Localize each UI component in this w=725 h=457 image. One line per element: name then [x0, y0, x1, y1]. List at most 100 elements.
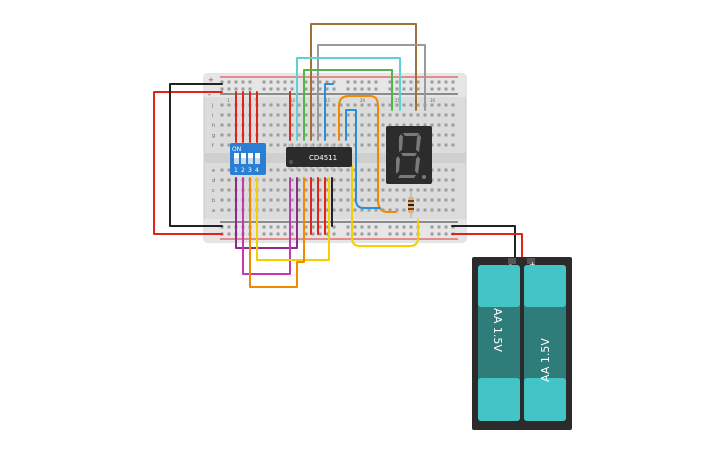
breadboard-hole — [360, 133, 364, 137]
breadboard-hole — [297, 143, 301, 147]
cell-right-top-cap — [524, 265, 566, 307]
breadboard-hole — [374, 188, 378, 192]
breadboard-hole — [451, 208, 455, 212]
rail-hole — [437, 80, 441, 84]
breadboard-hole — [325, 188, 329, 192]
rail-hole — [346, 80, 350, 84]
dip-switch-knob-3 — [248, 158, 253, 164]
rail-hole — [451, 87, 455, 91]
rail-hole — [430, 87, 434, 91]
breadboard-hole — [381, 178, 385, 182]
breadboard-hole — [444, 133, 448, 137]
rail-hole — [402, 225, 406, 229]
breadboard-hole — [416, 208, 420, 212]
rail-hole — [304, 87, 308, 91]
breadboard-hole — [367, 168, 371, 172]
segment-f — [399, 134, 403, 152]
rail-minus-label: - — [208, 90, 211, 99]
dip-switch[interactable]: ON 1 2 3 4 — [230, 143, 266, 175]
rail-hole — [332, 80, 336, 84]
breadboard-hole — [297, 113, 301, 117]
rail-hole — [269, 80, 273, 84]
breadboard-hole — [304, 123, 308, 127]
breadboard-hole — [283, 113, 287, 117]
breadboard-hole — [290, 143, 294, 147]
breadboard-hole — [269, 133, 273, 137]
row-letter-j: j — [211, 103, 213, 109]
rail-hole — [269, 232, 273, 236]
breadboard-hole — [360, 123, 364, 127]
row-letter-d: d — [212, 178, 215, 184]
breadboard-hole — [227, 168, 231, 172]
breadboard-hole — [262, 103, 266, 107]
rail-hole — [353, 232, 357, 236]
segment-c — [415, 156, 420, 174]
rail-hole — [367, 232, 371, 236]
breadboard-hole — [311, 143, 315, 147]
ic-pin — [295, 144, 299, 147]
ic-pin — [288, 167, 292, 170]
blue-wire-display — [345, 109, 381, 209]
rail-hole — [276, 232, 280, 236]
breadboard-hole — [297, 168, 301, 172]
breadboard-hole — [297, 133, 301, 137]
row-letter-b: b — [212, 198, 215, 204]
rail-hole — [353, 80, 357, 84]
seven-segment-display[interactable]: 8 — [386, 126, 432, 184]
rail-hole — [360, 232, 364, 236]
rail-hole — [283, 87, 287, 91]
rail-hole — [409, 80, 413, 84]
breadboard-hole — [346, 133, 350, 137]
ic-pin — [323, 167, 327, 170]
breadboard-hole — [402, 198, 406, 202]
dip-switch-number-2: 2 — [241, 167, 245, 174]
rail-hole — [304, 232, 308, 236]
rail-hole — [325, 80, 329, 84]
rail-hole — [402, 87, 406, 91]
breadboard-hole — [276, 188, 280, 192]
battery-pack[interactable]: - + AA 1.5V AA 1.5V — [472, 257, 572, 430]
battery-plus-terminal — [527, 258, 535, 264]
breadboard-hole — [346, 178, 350, 182]
breadboard-hole — [325, 208, 329, 212]
rail-hole — [388, 225, 392, 229]
breadboard-hole — [325, 143, 329, 147]
breadboard-hole — [269, 123, 273, 127]
breadboard-hole — [437, 133, 441, 137]
breadboard-hole — [430, 113, 434, 117]
rail-hole — [276, 225, 280, 229]
col-number-20: 20 — [360, 98, 366, 103]
resistor-band-1 — [408, 200, 414, 202]
rail-hole — [318, 87, 322, 91]
breadboard-hole — [402, 188, 406, 192]
breadboard-hole — [388, 103, 392, 107]
ic-chip[interactable]: CD4511 — [286, 144, 352, 170]
breadboard-hole — [388, 198, 392, 202]
breadboard-hole — [395, 198, 399, 202]
breadboard-hole — [437, 123, 441, 127]
rail-hole — [346, 87, 350, 91]
green-wire — [303, 69, 393, 141]
rail-hole — [318, 225, 322, 229]
rail-hole — [290, 80, 294, 84]
breadboard-hole — [339, 188, 343, 192]
breadboard-hole — [437, 208, 441, 212]
purple-wire — [235, 177, 298, 249]
breadboard-hole — [318, 133, 322, 137]
col-number-1: 1 — [227, 98, 230, 103]
dip-switch-knob-2 — [241, 158, 246, 164]
rail-hole — [395, 225, 399, 229]
rail-hole — [262, 87, 266, 91]
breadboard-hole — [381, 143, 385, 147]
resistor[interactable] — [408, 192, 414, 218]
breadboard-hole — [423, 208, 427, 212]
breadboard-hole — [297, 208, 301, 212]
breadboard-hole — [311, 103, 315, 107]
rail-hole — [290, 232, 294, 236]
breadboard-hole — [395, 113, 399, 117]
rail-hole — [290, 87, 294, 91]
breadboard-hole — [304, 133, 308, 137]
breadboard-hole — [437, 143, 441, 147]
rail-hole — [325, 87, 329, 91]
breadboard-hole — [227, 143, 231, 147]
